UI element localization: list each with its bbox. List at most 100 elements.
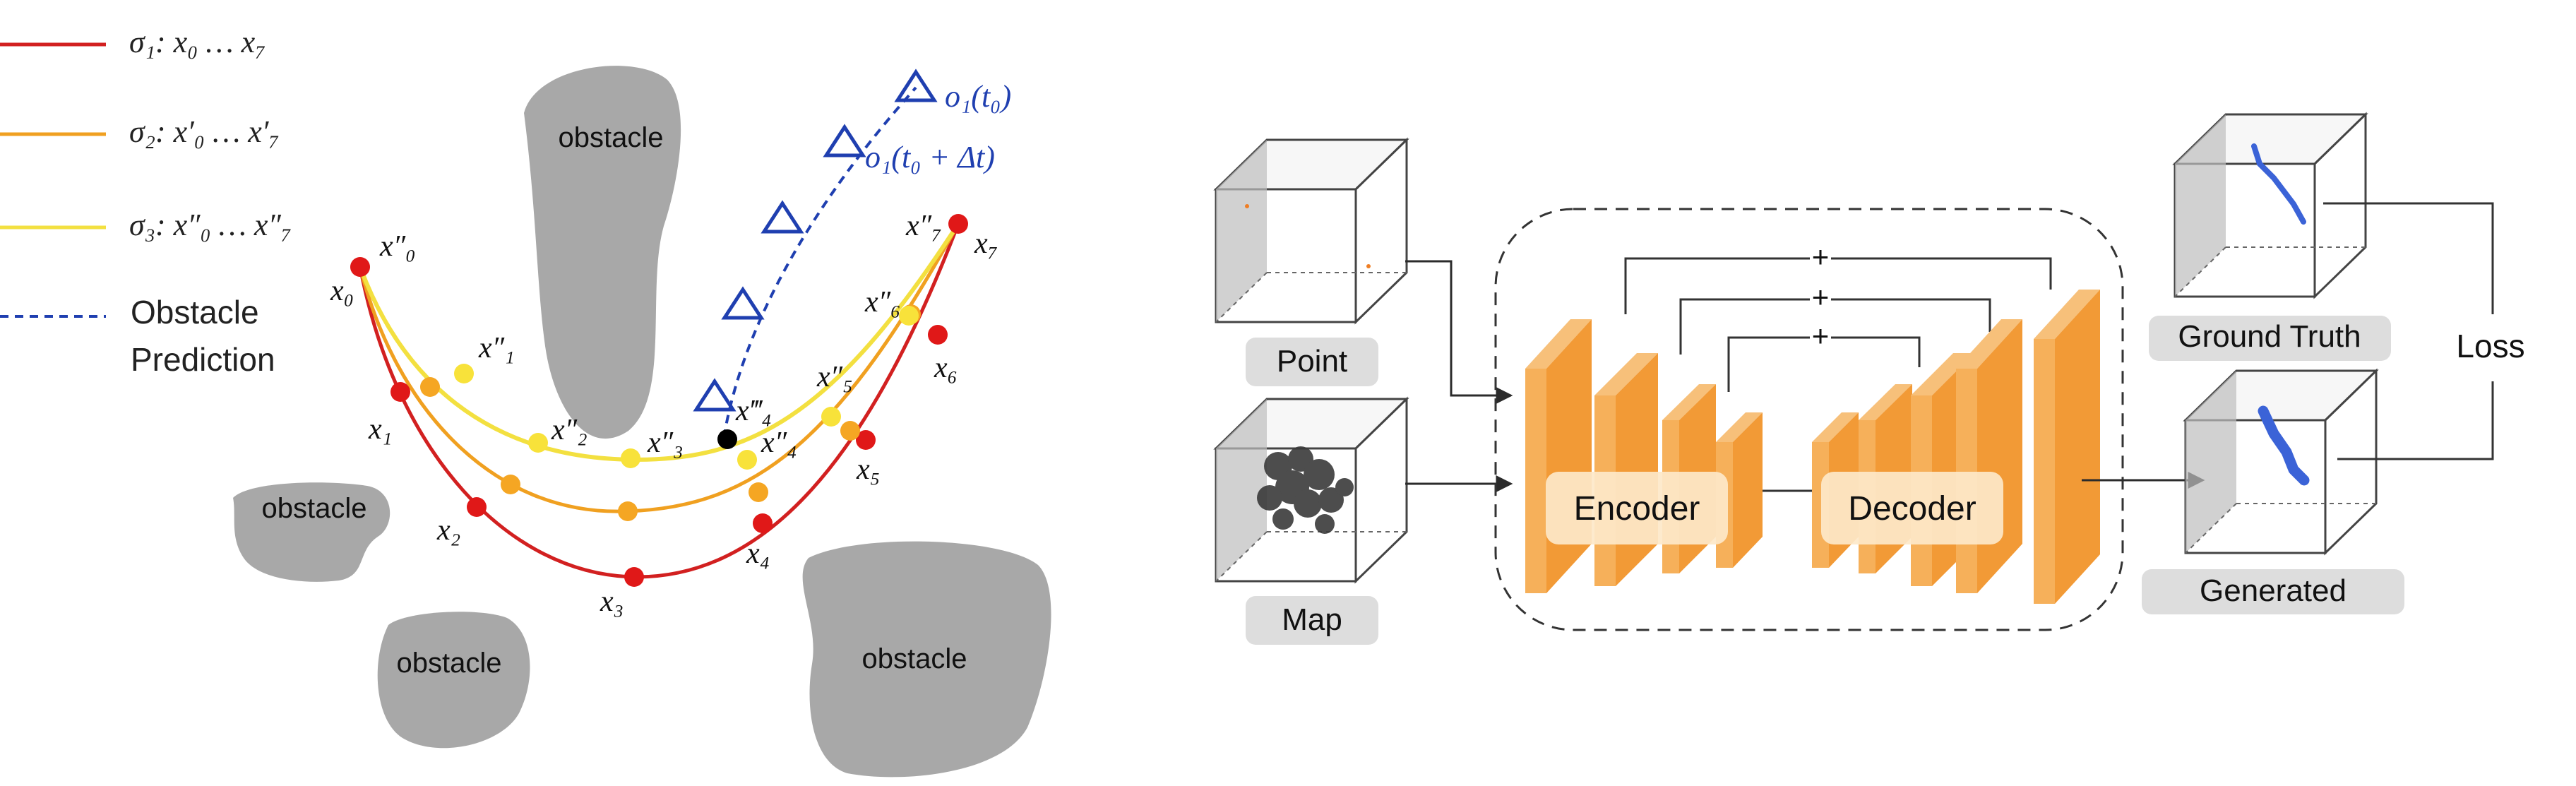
encoder-label: Encoder: [1574, 490, 1700, 528]
obstacle-bottom-label: obstacle: [397, 648, 502, 679]
prediction-triangle-t4: [693, 378, 737, 412]
map-obstacle-cluster: [1257, 446, 1354, 534]
map-cube-shade: [1216, 399, 1267, 581]
point-marker-start: [1245, 204, 1249, 208]
point-x3p: [618, 501, 638, 521]
enc-block-2-top: [1594, 353, 1658, 395]
prediction-triangle-t0: [894, 69, 938, 102]
enc-block-3-top: [1662, 384, 1716, 420]
gen-cube-hidden-edge-2: [2185, 503, 2237, 554]
loss-connector: Loss: [2323, 202, 2525, 460]
ground-truth-label-box: [2149, 316, 2391, 361]
prediction-label-t0-plus-dt: o₁(t₀ + Δt): [865, 140, 995, 174]
gt-cube-shade: [2175, 114, 2226, 297]
label-x5pp: x″₅: [816, 361, 853, 393]
skip-connections: + + +: [1624, 240, 2052, 392]
dec-block-2-top: [1859, 384, 1912, 420]
legend-label-sigma3: σ₃: x″₀ … x″₇: [129, 208, 292, 242]
dec-block-3-top: [1911, 353, 1974, 395]
skip-plus-bg-inner: [1810, 326, 1831, 349]
point-x1pp: [454, 364, 474, 383]
prediction-path: [722, 86, 917, 439]
label-x3: x₃: [600, 585, 624, 618]
generated-cube: Generated: [2142, 368, 2404, 614]
skip-plus-outer: +: [1812, 240, 1830, 273]
label-x1pp: x″₁: [478, 332, 515, 364]
point-x4p: [749, 482, 768, 502]
obstacle-top-label: obstacle: [559, 122, 664, 153]
obstacle-bottom: [377, 612, 530, 749]
point-marker-goal: [1366, 264, 1371, 268]
generated-label: Generated: [2200, 573, 2347, 608]
network-container: [1494, 208, 2124, 631]
skip-connection-middle: [1679, 298, 1991, 355]
ground-truth-cube: Ground Truth: [2149, 112, 2391, 361]
point-x1: [390, 382, 410, 402]
trajectory-sigma3: [358, 222, 960, 462]
obstacle-top: [524, 66, 681, 439]
generated-trajectory: [2258, 405, 2310, 486]
decoder-label: Decoder: [1848, 490, 1976, 528]
label-x6: x₆: [934, 352, 958, 384]
ground-truth-label: Ground Truth: [2178, 319, 2361, 354]
enc-block-4-side: [1733, 412, 1763, 568]
point-x5p: [840, 421, 860, 441]
dec-block-5-top: [2034, 290, 2100, 339]
point-x6pp: [899, 306, 919, 326]
point-x5: [856, 430, 876, 450]
legend-label-sigma1: σ₁: x₀ … x₇: [129, 25, 266, 59]
point-x1p: [420, 377, 440, 397]
point-x2: [467, 497, 487, 517]
point-x3pp: [621, 448, 640, 468]
decoder-label-box: [1821, 472, 2003, 544]
dec-block-5-side: [2055, 290, 2100, 604]
prediction-triangle-t1: [823, 124, 866, 157]
skip-plus-inner: +: [1812, 319, 1830, 352]
label-x0: x₀: [330, 275, 354, 307]
map-label-box: [1246, 596, 1378, 645]
left-panel: σ₁: x₀ … x₇ σ₂: x′₀ … x′₇ σ₃: x″₀ … x″₇ …: [0, 25, 1051, 778]
label-x0pp: x″₀: [379, 230, 416, 263]
point-cube-hidden-edge-2: [1215, 272, 1268, 323]
label-x7: x₇: [974, 227, 998, 260]
point-x5pp: [821, 407, 841, 427]
dec-block-1-top: [1812, 412, 1859, 442]
legend-label-prediction: Prediction: [131, 341, 275, 378]
input-point-cube: Point: [1213, 137, 1409, 386]
encoder-blocks: [1525, 319, 1763, 593]
legend-label-obstacle: Obstacle: [131, 294, 259, 331]
label-x7pp: x″₇: [905, 210, 942, 242]
skip-plus-middle: +: [1812, 280, 1830, 314]
point-label-box: [1246, 338, 1378, 386]
label-x5: x₅: [856, 453, 880, 486]
trajectory-points: [350, 214, 968, 587]
input-map-cube: Map: [1213, 396, 1409, 645]
obstacle-right: [802, 541, 1051, 778]
label-x3pp: x″₃: [647, 427, 684, 459]
label-x6pp: x″₆: [864, 286, 901, 318]
loss-label: Loss: [2456, 328, 2524, 364]
loss-line-bottom: [2337, 381, 2494, 460]
prediction-triangle-t3: [721, 286, 765, 320]
point-x3: [624, 567, 644, 587]
dec-block-5-front: [2034, 339, 2055, 604]
point-x4: [753, 513, 773, 533]
input-arrows: [1405, 260, 1513, 492]
generated-label-box: [2142, 569, 2404, 614]
label-x1: x₁: [368, 413, 392, 446]
point-to-network-arrow: [1405, 260, 1513, 404]
enc-block-4-top: [1716, 412, 1763, 442]
point-x0: [350, 257, 370, 277]
skip-plus-bg-middle: [1810, 287, 1831, 310]
point-x2p: [501, 475, 520, 494]
obstacles: obstacle obstacle obstacle obstacle: [233, 66, 1051, 778]
network-labels: Encoder Decoder: [1546, 472, 2003, 544]
point-x4ppp: [717, 429, 737, 449]
skip-connection-outer: [1624, 257, 2052, 314]
obstacle-right-label: obstacle: [862, 643, 967, 674]
label-x4: x₄: [746, 537, 770, 570]
encoder-label-box: [1546, 472, 1728, 544]
prediction-label-t0: o₁(t₀): [945, 79, 1011, 114]
prediction-triangle-t2: [761, 200, 804, 234]
